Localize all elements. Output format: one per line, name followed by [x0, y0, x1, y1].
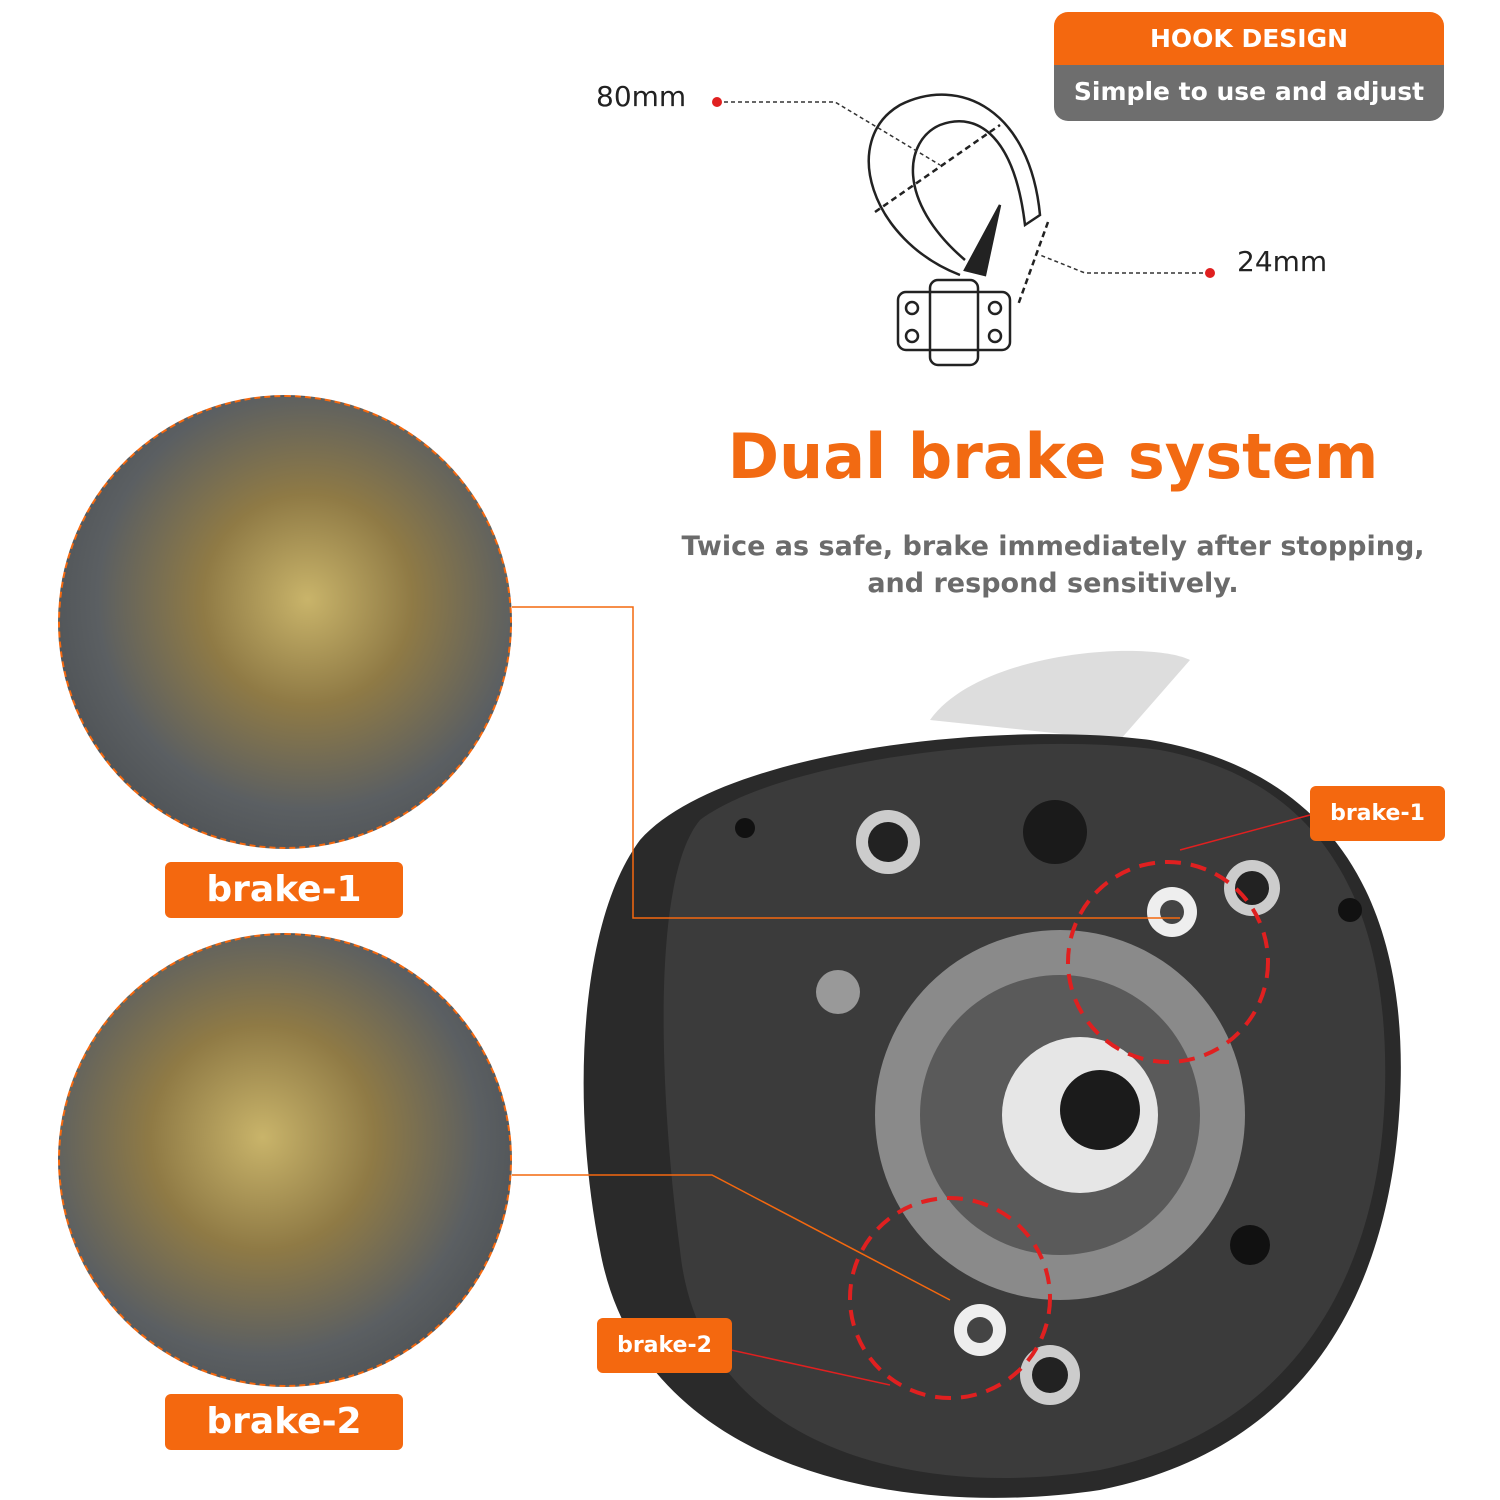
brake-1-connector	[512, 606, 1180, 919]
headline: Dual brake system	[727, 420, 1379, 493]
subtitle: Twice as safe, brake immediately after s…	[600, 528, 1500, 602]
brake-2-label: brake-2	[165, 1394, 403, 1450]
brake-1-label: brake-1	[165, 862, 403, 918]
subtitle-line-1: Twice as safe, brake immediately after s…	[681, 531, 1425, 562]
brake-2-closeup-photo	[58, 933, 512, 1387]
hook-design-title: HOOK DESIGN	[1054, 12, 1444, 65]
brake-1-closeup-photo	[58, 395, 512, 849]
hook-design-badge: HOOK DESIGN Simple to use and adjust	[1054, 12, 1444, 121]
hook-design-subtitle: Simple to use and adjust	[1054, 65, 1444, 121]
brake-1-callout: brake-1	[1310, 786, 1445, 841]
dimension-24mm: 24mm	[1237, 245, 1328, 278]
dimension-80mm: 80mm	[596, 80, 687, 113]
brake-2-callout: brake-2	[597, 1318, 732, 1373]
brake-1-highlight	[1066, 860, 1270, 1064]
hook-illustration	[867, 93, 1050, 367]
brake-2-highlight	[848, 1196, 1052, 1400]
brake-2-connector	[512, 1174, 951, 1301]
hoist-body	[583, 650, 1401, 1498]
subtitle-line-2: and respond sensitively.	[867, 568, 1239, 599]
